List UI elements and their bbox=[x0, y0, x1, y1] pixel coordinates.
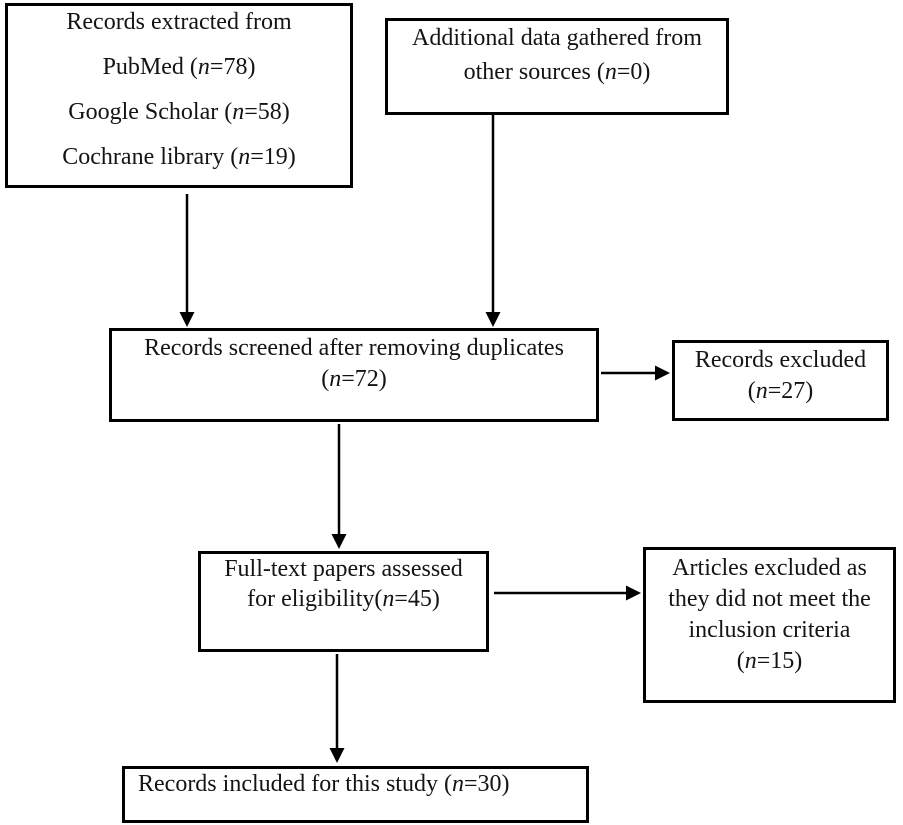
arrow-sources-to-screened bbox=[179, 194, 195, 327]
box-line: (n=27) bbox=[675, 376, 886, 407]
text-segment: =27) bbox=[767, 378, 814, 404]
n-variable: n bbox=[451, 771, 464, 797]
text-segment: ( bbox=[321, 366, 330, 392]
box-line: Records screened after removing duplicat… bbox=[112, 333, 596, 364]
text-segment: =0) bbox=[616, 59, 651, 85]
arrowhead-icon bbox=[329, 748, 345, 763]
text-segment: for eligibility( bbox=[247, 586, 383, 612]
text-segment: =30) bbox=[463, 771, 510, 797]
arrow-fulltext-to-included bbox=[329, 654, 345, 763]
box-fulltext-assessed: Full-text papers assessed for eligibilit… bbox=[198, 551, 489, 652]
n-variable: n bbox=[197, 54, 210, 80]
text-segment: =78) bbox=[209, 54, 256, 80]
text-segment: they did not meet the bbox=[668, 586, 871, 612]
arrowhead-icon bbox=[626, 585, 641, 601]
text-segment: Google Scholar ( bbox=[68, 99, 233, 125]
arrow-screened-to-records-excluded bbox=[601, 365, 670, 381]
box-records-extracted: Records extracted from PubMed (n=78) Goo… bbox=[5, 3, 353, 188]
box-line: other sources (n=0) bbox=[388, 55, 726, 89]
text-segment: =72) bbox=[341, 366, 387, 392]
text-segment: Additional data gathered from bbox=[412, 25, 702, 51]
n-variable: n bbox=[744, 648, 757, 674]
arrowhead-icon bbox=[655, 365, 670, 381]
text-segment: Records included for this study ( bbox=[138, 771, 452, 797]
box-line: Articles excluded as bbox=[646, 553, 893, 584]
box-line: PubMed (n=78) bbox=[8, 45, 350, 90]
text-segment: =15) bbox=[756, 648, 803, 674]
text-segment: Records excluded bbox=[694, 347, 867, 373]
box-line: Additional data gathered from bbox=[388, 21, 726, 55]
n-variable: n bbox=[232, 99, 245, 125]
box-records-screened: Records screened after removing duplicat… bbox=[109, 328, 599, 422]
text-segment: ( bbox=[736, 648, 745, 674]
arrowhead-icon bbox=[485, 312, 501, 327]
box-line: Records extracted from bbox=[8, 0, 350, 45]
box-line: (n=15) bbox=[646, 646, 893, 677]
box-line: Full-text papers assessed bbox=[201, 554, 486, 584]
box-articles-excluded: Articles excluded as they did not meet t… bbox=[643, 547, 896, 703]
box-records-included: Records included for this study (n=30) bbox=[122, 766, 589, 823]
box-line: Records excluded bbox=[675, 345, 886, 376]
n-variable: n bbox=[238, 144, 251, 170]
text-segment: Full-text papers assessed bbox=[224, 556, 463, 582]
text-segment: Records extracted from bbox=[66, 9, 292, 35]
n-variable: n bbox=[604, 59, 617, 85]
box-line: Records included for this study (n=30) bbox=[138, 771, 586, 798]
box-line: inclusion criteria bbox=[646, 615, 893, 646]
text-segment: =58) bbox=[244, 99, 290, 125]
box-line: (n=72) bbox=[112, 364, 596, 395]
box-line: Google Scholar (n=58) bbox=[8, 90, 350, 135]
text-segment: PubMed ( bbox=[102, 54, 198, 80]
arrowhead-icon bbox=[179, 312, 195, 327]
box-line: they did not meet the bbox=[646, 584, 893, 615]
text-segment: Records screened after removing duplicat… bbox=[144, 335, 564, 361]
arrow-screened-to-fulltext bbox=[331, 424, 347, 549]
n-variable: n bbox=[329, 366, 342, 392]
arrowhead-icon bbox=[331, 534, 347, 549]
box-line: for eligibility(n=45) bbox=[201, 584, 486, 614]
text-segment: ( bbox=[747, 378, 756, 404]
text-segment: inclusion criteria bbox=[688, 617, 851, 643]
text-segment: =19) bbox=[250, 144, 296, 170]
box-line: Cochrane library (n=19) bbox=[8, 135, 350, 180]
arrow-fulltext-to-articles-excluded bbox=[494, 585, 641, 601]
box-records-excluded: Records excluded (n=27) bbox=[672, 340, 889, 421]
text-segment: Cochrane library ( bbox=[62, 144, 239, 170]
text-segment: other sources ( bbox=[463, 59, 605, 85]
n-variable: n bbox=[755, 378, 768, 404]
text-segment: =45) bbox=[394, 586, 440, 612]
box-additional-data: Additional data gathered from other sour… bbox=[385, 18, 729, 115]
arrow-additional-to-screened bbox=[485, 115, 501, 327]
n-variable: n bbox=[382, 586, 395, 612]
text-segment: Articles excluded as bbox=[672, 555, 867, 581]
box-content: Records extracted from PubMed (n=78) Goo… bbox=[8, 0, 350, 180]
